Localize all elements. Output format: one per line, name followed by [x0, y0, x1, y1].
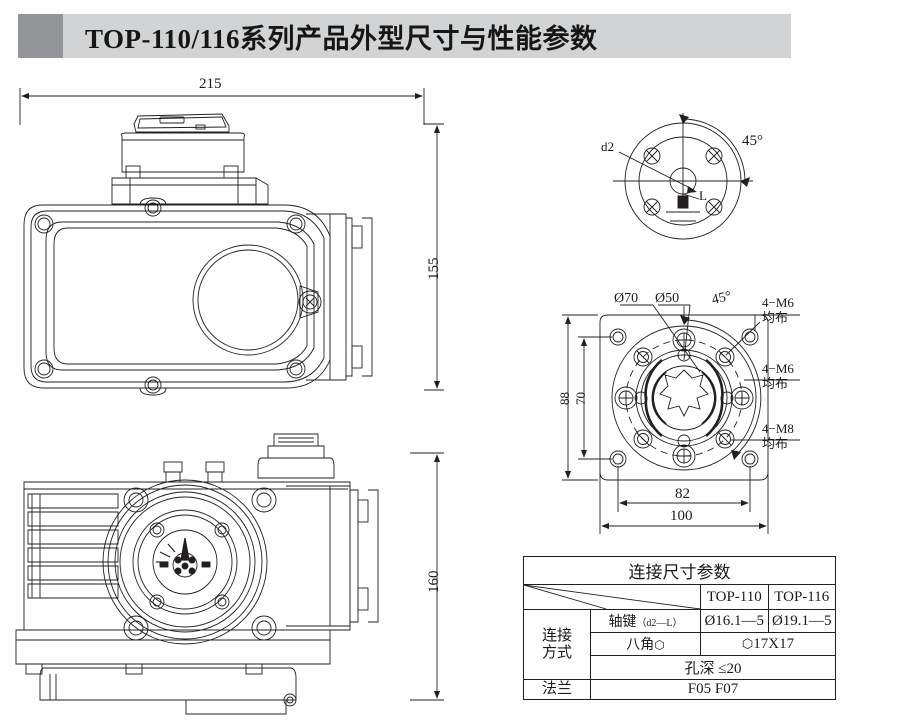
flange-label-4m8-bot-line2: 均布	[762, 435, 789, 451]
table-value-hole-depth: 孔深 ≤20	[590, 655, 836, 680]
dim-label-155: 155	[426, 257, 442, 281]
table-title: 连接尺寸参数	[523, 556, 836, 585]
table-row-title: 连接尺寸参数	[523, 556, 836, 585]
table-item-shaft-key: 轴键（d2—L）	[590, 609, 701, 633]
table-row-flange: 法兰 F05 F07	[523, 679, 836, 700]
octagon-icon-value: ⬡	[741, 635, 754, 651]
dim-label-70: 70	[573, 392, 588, 405]
shaft-label-45deg: 45°	[742, 133, 763, 149]
flange-label-4m8-bot: 4−M8 均布	[762, 421, 794, 452]
octagon-icon: ⬡	[654, 638, 665, 652]
dim-215	[19, 88, 425, 125]
flange-label-d70: Ø70	[614, 291, 639, 306]
dim-label-82: 82	[675, 486, 690, 502]
flange-label-4m6-top-line1: 4−M6	[762, 295, 794, 310]
flange-label-d50: Ø50	[655, 291, 680, 306]
flange-detail-geometry	[562, 304, 800, 534]
connection-spec-table: 连接尺寸参数 TOP-110 TOP-116 连接 方式 轴键（d2—L） Ø1…	[523, 556, 836, 700]
table-row-shaft-key: 连接 方式 轴键（d2—L） Ø16.1—5 Ø19.1—5	[523, 609, 836, 680]
table-item-octagon: 八角⬡	[590, 632, 701, 656]
table-value-octagon-text: 17X17	[753, 635, 795, 652]
side-view-geometry	[15, 433, 379, 715]
dim-160	[410, 452, 444, 701]
dim-label-160: 160	[426, 570, 442, 594]
diagonal-divider-icon	[524, 585, 700, 609]
page-title: TOP-110/116系列产品外型尺寸与性能参数	[85, 23, 598, 54]
table-group-label-line1: 连接	[541, 628, 572, 644]
flange-label-4m8-bot-line1: 4−M8	[762, 421, 794, 436]
table-item-octagon-text: 八角	[626, 638, 655, 653]
shaft-label-L: L	[699, 188, 707, 203]
flange-label-4m6-mid-line2: 均布	[762, 375, 789, 391]
flange-label-4m6-top: 4−M6 均布	[762, 295, 794, 326]
table-corner-diagonal-cell	[523, 584, 701, 610]
top-view-geometry	[23, 113, 373, 396]
table-group-label-line2: 方式	[541, 644, 572, 661]
dim-label-215: 215	[199, 76, 222, 92]
flange-label-4m6-mid: 4−M6 均布	[762, 361, 794, 392]
dim-label-88: 88	[557, 392, 572, 405]
table-model-top110: TOP-110	[700, 584, 769, 610]
flange-label-4m6-mid-line1: 4−M6	[762, 361, 794, 376]
table-row-hole-depth: 孔深 ≤20	[524, 655, 836, 680]
table-row-octagon: 八角⬡ ⬡17X17	[524, 632, 836, 656]
shaft-detail-geometry	[613, 113, 753, 240]
dim-155	[424, 123, 444, 391]
table-row-models: TOP-110 TOP-116	[523, 584, 836, 610]
table-item-shaft-key-sub: （d2—L）	[636, 618, 683, 629]
shaft-label-d2: d2	[601, 139, 614, 154]
dim-label-100: 100	[670, 508, 693, 524]
header-accent-block	[18, 14, 63, 58]
table-value-shaft-key-116: Ø19.1—5	[767, 609, 836, 633]
table-group-label: 连接 方式	[523, 609, 591, 680]
flange-label-4m6-top-line2: 均布	[762, 309, 789, 325]
table-value-octagon: ⬡17X17	[700, 632, 836, 656]
table-value-shaft-key-110: Ø16.1—5	[700, 609, 769, 633]
table-label-flange: 法兰	[523, 679, 591, 700]
table-model-top116: TOP-116	[767, 584, 836, 610]
table-value-flange: F05 F07	[590, 679, 836, 700]
page-header: TOP-110/116系列产品外型尺寸与性能参数	[18, 14, 791, 58]
table-item-shaft-key-text: 轴键	[608, 615, 637, 630]
